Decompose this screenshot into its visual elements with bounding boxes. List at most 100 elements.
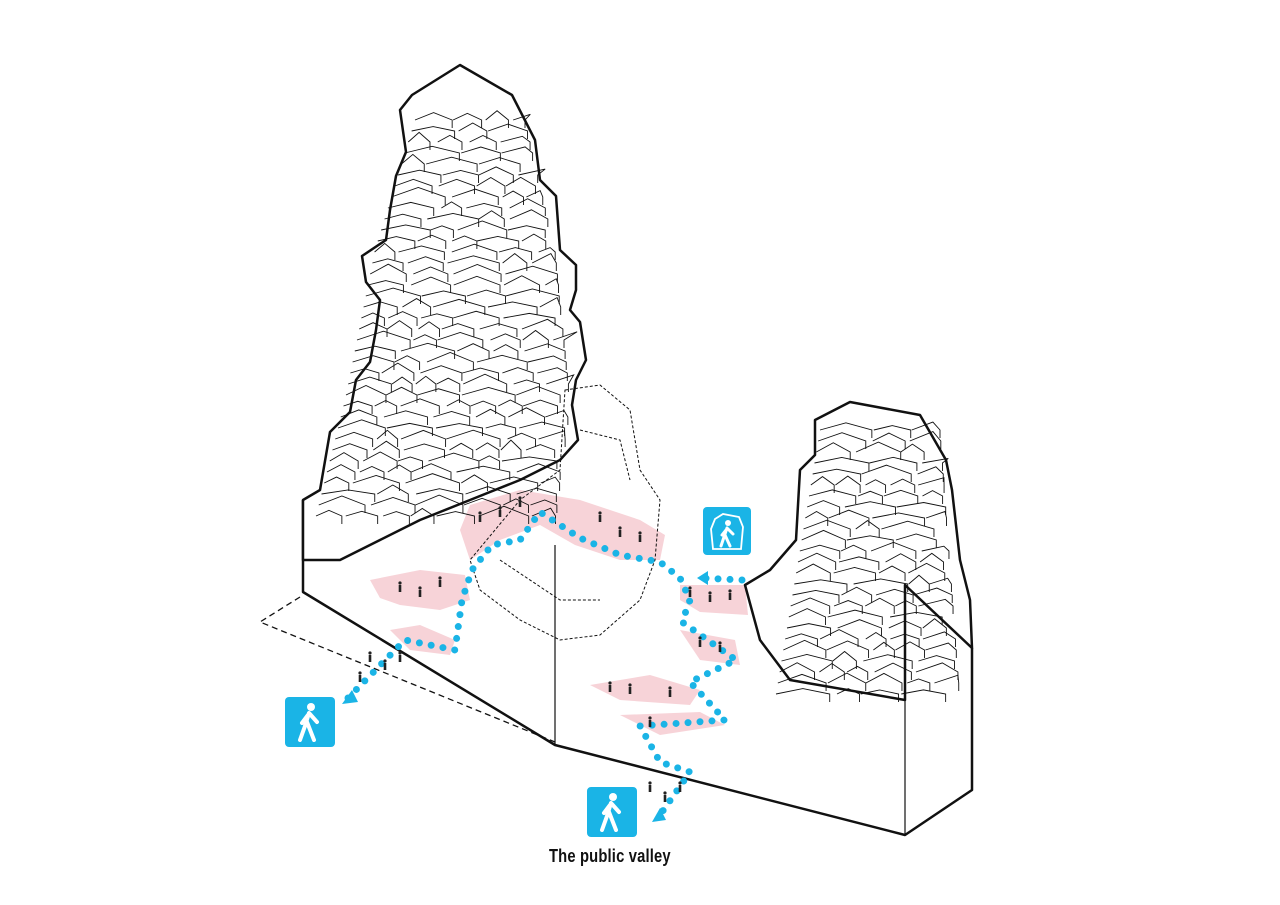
block-module <box>376 429 399 447</box>
block-module <box>343 400 373 414</box>
pedestrian-entry-valley-icon <box>703 507 751 555</box>
block-module <box>433 411 471 425</box>
person-figure <box>438 576 442 587</box>
person-figure <box>398 581 402 592</box>
block-module <box>397 169 442 183</box>
block-module <box>441 201 463 216</box>
left-tower <box>301 63 588 562</box>
block-module <box>466 202 503 216</box>
block-module <box>503 312 556 326</box>
block-module <box>332 443 368 458</box>
block-module <box>501 456 558 469</box>
block-module <box>836 688 860 702</box>
block-module <box>888 620 922 636</box>
block-module <box>446 399 471 414</box>
block-module <box>913 587 953 603</box>
block-module <box>385 386 418 403</box>
block-module <box>918 655 955 669</box>
block-module <box>812 468 862 482</box>
block-module <box>838 556 880 570</box>
block-module <box>407 256 444 271</box>
block-module <box>416 488 464 502</box>
block-module <box>411 463 452 480</box>
block-module <box>383 511 410 524</box>
block-module <box>377 484 409 502</box>
block-module <box>883 489 919 504</box>
block-module <box>929 577 952 592</box>
block-module <box>521 318 564 337</box>
block-module <box>405 473 460 491</box>
block-module <box>509 198 546 216</box>
block-module <box>391 376 413 392</box>
block-module <box>508 407 545 425</box>
block-module <box>456 465 511 480</box>
block-module <box>478 210 505 227</box>
block-module <box>934 674 960 691</box>
block-module <box>818 432 867 449</box>
block-module <box>922 490 944 504</box>
block-module <box>324 476 350 491</box>
person-figure <box>383 659 387 670</box>
block-module <box>505 265 558 282</box>
arrowheads <box>342 571 708 822</box>
block-module <box>832 650 857 669</box>
block-module <box>435 423 483 436</box>
block-module <box>505 288 560 304</box>
block-module <box>478 455 501 469</box>
block-module <box>321 489 376 502</box>
block-module <box>525 444 556 458</box>
block-module <box>890 478 916 493</box>
block-module <box>350 368 380 381</box>
block-module <box>403 443 445 458</box>
block-module <box>500 439 522 458</box>
block-module <box>388 311 418 326</box>
block-module <box>386 422 433 436</box>
person-figure <box>598 511 602 522</box>
person-figure <box>518 496 522 507</box>
block-module <box>359 465 385 480</box>
block-module <box>870 541 917 559</box>
block-module <box>539 296 562 315</box>
block-module <box>372 258 404 271</box>
block-module <box>810 476 835 493</box>
block-module <box>452 112 483 128</box>
block-module <box>855 520 880 537</box>
block-module <box>501 146 534 161</box>
block-module <box>391 186 446 205</box>
person-figure <box>708 591 712 602</box>
block-module <box>466 289 506 304</box>
block-module <box>479 505 530 524</box>
block-module <box>329 452 359 469</box>
block-module <box>438 178 475 194</box>
block-module <box>865 631 887 647</box>
person-figure <box>663 791 667 802</box>
block-module <box>801 529 846 548</box>
block-module <box>837 619 882 636</box>
block-module <box>503 275 541 293</box>
block-module <box>863 654 913 669</box>
block-module <box>363 301 398 315</box>
block-module <box>470 400 497 414</box>
block-module <box>805 510 829 526</box>
circulation-path <box>344 507 746 819</box>
person-figure <box>628 683 632 694</box>
block-module <box>502 367 534 381</box>
block-module <box>524 343 566 359</box>
people-figures <box>358 496 732 802</box>
block-module <box>490 333 521 348</box>
block-module <box>387 464 412 480</box>
block-module <box>814 456 870 471</box>
block-module <box>522 399 558 414</box>
block-module <box>363 451 398 469</box>
block-module <box>846 665 869 680</box>
block-module <box>826 640 870 658</box>
block-module <box>819 422 873 438</box>
block-module <box>921 545 950 559</box>
block-module <box>487 301 538 315</box>
block-module <box>415 375 437 392</box>
block-module <box>881 520 935 537</box>
block-module <box>479 323 518 337</box>
block-module <box>895 641 925 658</box>
block-module <box>872 512 926 526</box>
person-figure <box>718 641 722 652</box>
